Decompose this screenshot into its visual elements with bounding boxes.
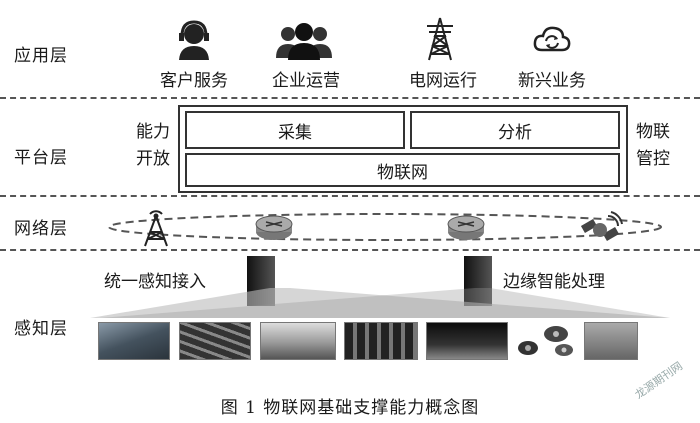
platform-layer-label: 平台层 [14,148,68,168]
customer-service-icon [179,20,209,60]
figure-caption: 图 1 物联网基础支撑能力概念图 [220,398,480,418]
iot-network-box: 物联网 [185,153,620,187]
application-layer-label: 应用层 [14,46,68,66]
network-layer-label: 网络层 [14,219,68,239]
separator-2 [0,195,700,197]
separator-1 [0,97,700,99]
edge-device [464,256,492,306]
platform-outer-box [178,105,628,193]
perception-layer-label: 感知层 [14,319,68,339]
charging-station-image [260,322,336,360]
app-item-enterprise-operations: 企业运营 [272,71,340,91]
unified-access-label: 统一感知接入 [104,272,206,292]
edge-processing-label: 边缘智能处理 [503,272,605,292]
substation-rows-image [179,322,251,360]
analyze-box: 分析 [410,111,620,149]
solar-field-image [98,322,170,360]
router-icon [255,215,293,240]
capability-open-label: 能力开放 [136,122,170,169]
app-item-customer-service: 客户服务 [160,71,228,91]
router-icon [447,215,485,240]
iot-control-label: 物联管控 [636,122,670,169]
collect-box: 采集 [185,111,405,149]
meter-cabinet-image [584,322,638,360]
network-ring [108,213,662,241]
cloud-sync-icon [533,26,571,52]
perception-fan [90,288,670,318]
satellite-icon [580,211,623,241]
switchgear-image [344,322,418,360]
surveillance-cameras-image [514,322,578,358]
app-item-emerging-business: 新兴业务 [518,71,586,91]
power-tower-icon [427,17,453,61]
separator-3 [0,249,700,251]
enterprise-group-icon [276,23,332,60]
app-item-grid-operation: 电网运行 [409,71,477,91]
night-substation-image [426,322,508,360]
antenna-tower-icon [144,210,168,247]
